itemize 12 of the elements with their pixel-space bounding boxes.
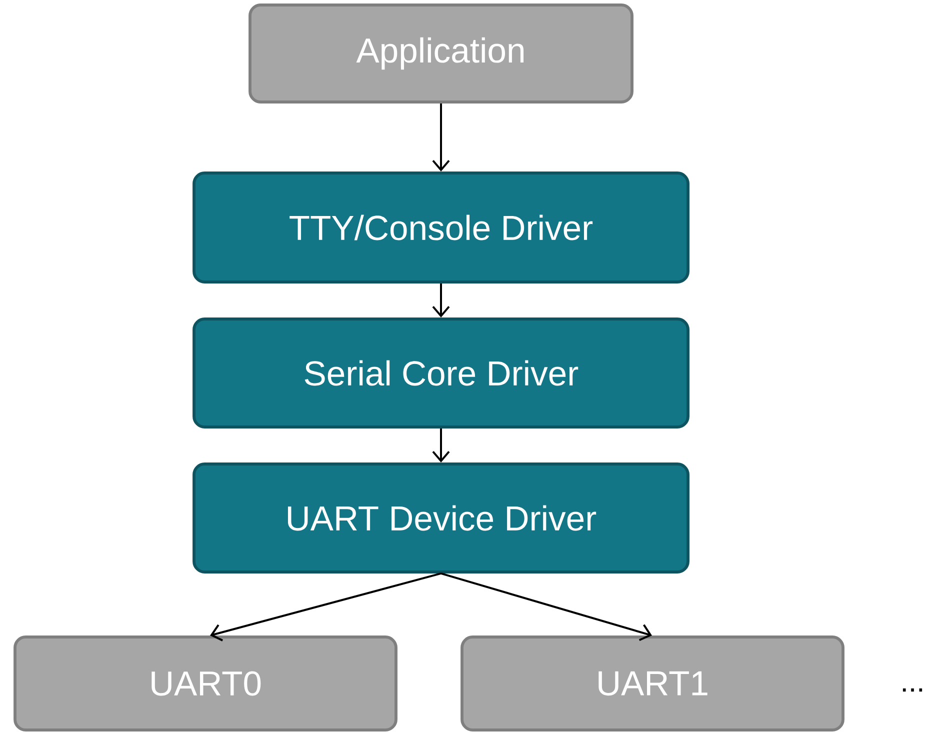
ellipsis-text: ... (902, 688, 922, 692)
arrow (432, 103, 450, 172)
process-box: Serial Core Driver (192, 318, 690, 428)
process-box: Application (248, 4, 634, 104)
arrow (440, 572, 652, 642)
arrow (432, 428, 450, 463)
process-box: TTY/Console Driver (192, 172, 690, 284)
process-box: UART0 (14, 636, 398, 732)
process-box: UART Device Driver (192, 462, 690, 574)
process-box: UART1 (460, 636, 844, 732)
arrow (210, 572, 442, 642)
arrow (432, 283, 450, 318)
